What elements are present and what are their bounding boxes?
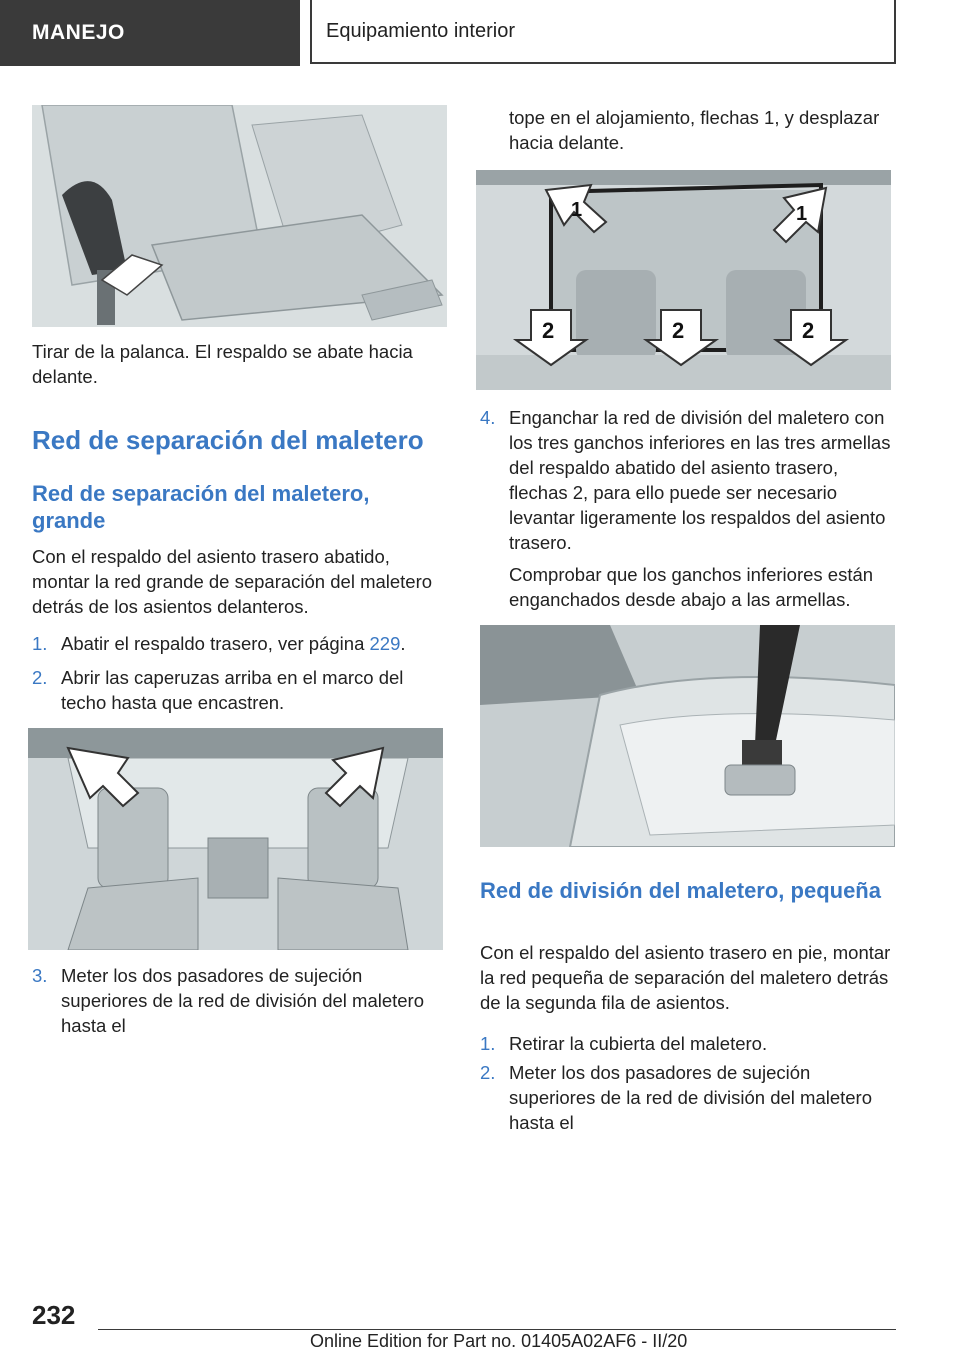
edition-footer: Online Edition for Part no. 01405A02AF6 … [310,1331,688,1351]
subheading-small-net: Red de división del maletero, pequeña [480,878,881,903]
step-text: Meter los dos pasadores de sujeción supe… [61,965,425,1036]
step-number: 1. [480,1033,496,1054]
caption-seat-lever: Tirar de la palanca. El respaldo se abat… [32,341,413,387]
page-number: 232 [32,1300,76,1330]
arrow-label-2c: 2 [802,318,814,343]
list-item-step4: 4. Enganchar la red de división del male… [480,405,896,555]
step-number: 2. [480,1062,496,1083]
roof-caps-illustration [28,728,443,950]
continuation-text: tope en el alojamiento, flechas 1, y des… [509,107,880,153]
trunk-net-illustration: 1 1 2 2 2 [476,170,891,390]
step-text: Abatir el respaldo trasero, ver página 2… [61,633,406,654]
chapter-title: Equipamiento interior [326,19,515,42]
step-number: 3. [32,965,48,986]
step-text: Enganchar la red de división del maleter… [509,407,891,553]
arrow-label-1a: 1 [571,199,582,221]
step-text: Meter los dos pasadores de sujeción supe… [509,1062,873,1133]
arrow-label-2b: 2 [672,318,684,343]
step-text: Retirar la cubierta del maletero. [509,1033,768,1054]
list-item-small-step1: 1. Retirar la cubierta del maletero. [480,1031,896,1056]
step4-note: Comprobar que los ganchos inferiores est… [509,564,874,610]
list-item-step2: 2. Abrir las caperuzas arriba en el marc… [32,665,447,715]
list-item-small-step2: 2. Meter los dos pasadores de sujeción s… [480,1060,896,1133]
seat-lever-illustration [32,105,447,327]
chapter-tab: Equipamiento interior [310,0,896,64]
page-link[interactable]: 229 [369,633,401,654]
intro-large-net: Con el respaldo del asiento trasero abat… [32,546,433,617]
step-number: 2. [32,667,48,688]
arrow-label-2a: 2 [542,318,554,343]
intro-small-net: Con el respaldo del asiento trasero en p… [480,942,891,1013]
section-tab: MANEJO [0,0,300,66]
list-item-step1: 1. Abatir el respaldo trasero, ver págin… [32,631,447,656]
step-text: Abrir las caperuzas arriba en el marco d… [61,667,404,713]
footer-divider [98,1329,896,1330]
hook-detail-illustration [480,625,895,847]
heading-trunk-net: Red de separación del maletero [32,425,424,455]
step-number: 4. [480,407,496,428]
step-number: 1. [32,633,48,654]
subheading-large-net: Red de separación del maletero, grande [32,481,370,533]
section-title: MANEJO [32,21,125,44]
arrow-label-1b: 1 [796,203,807,225]
list-item-step3: 3. Meter los dos pasadores de sujeción s… [32,963,447,1036]
